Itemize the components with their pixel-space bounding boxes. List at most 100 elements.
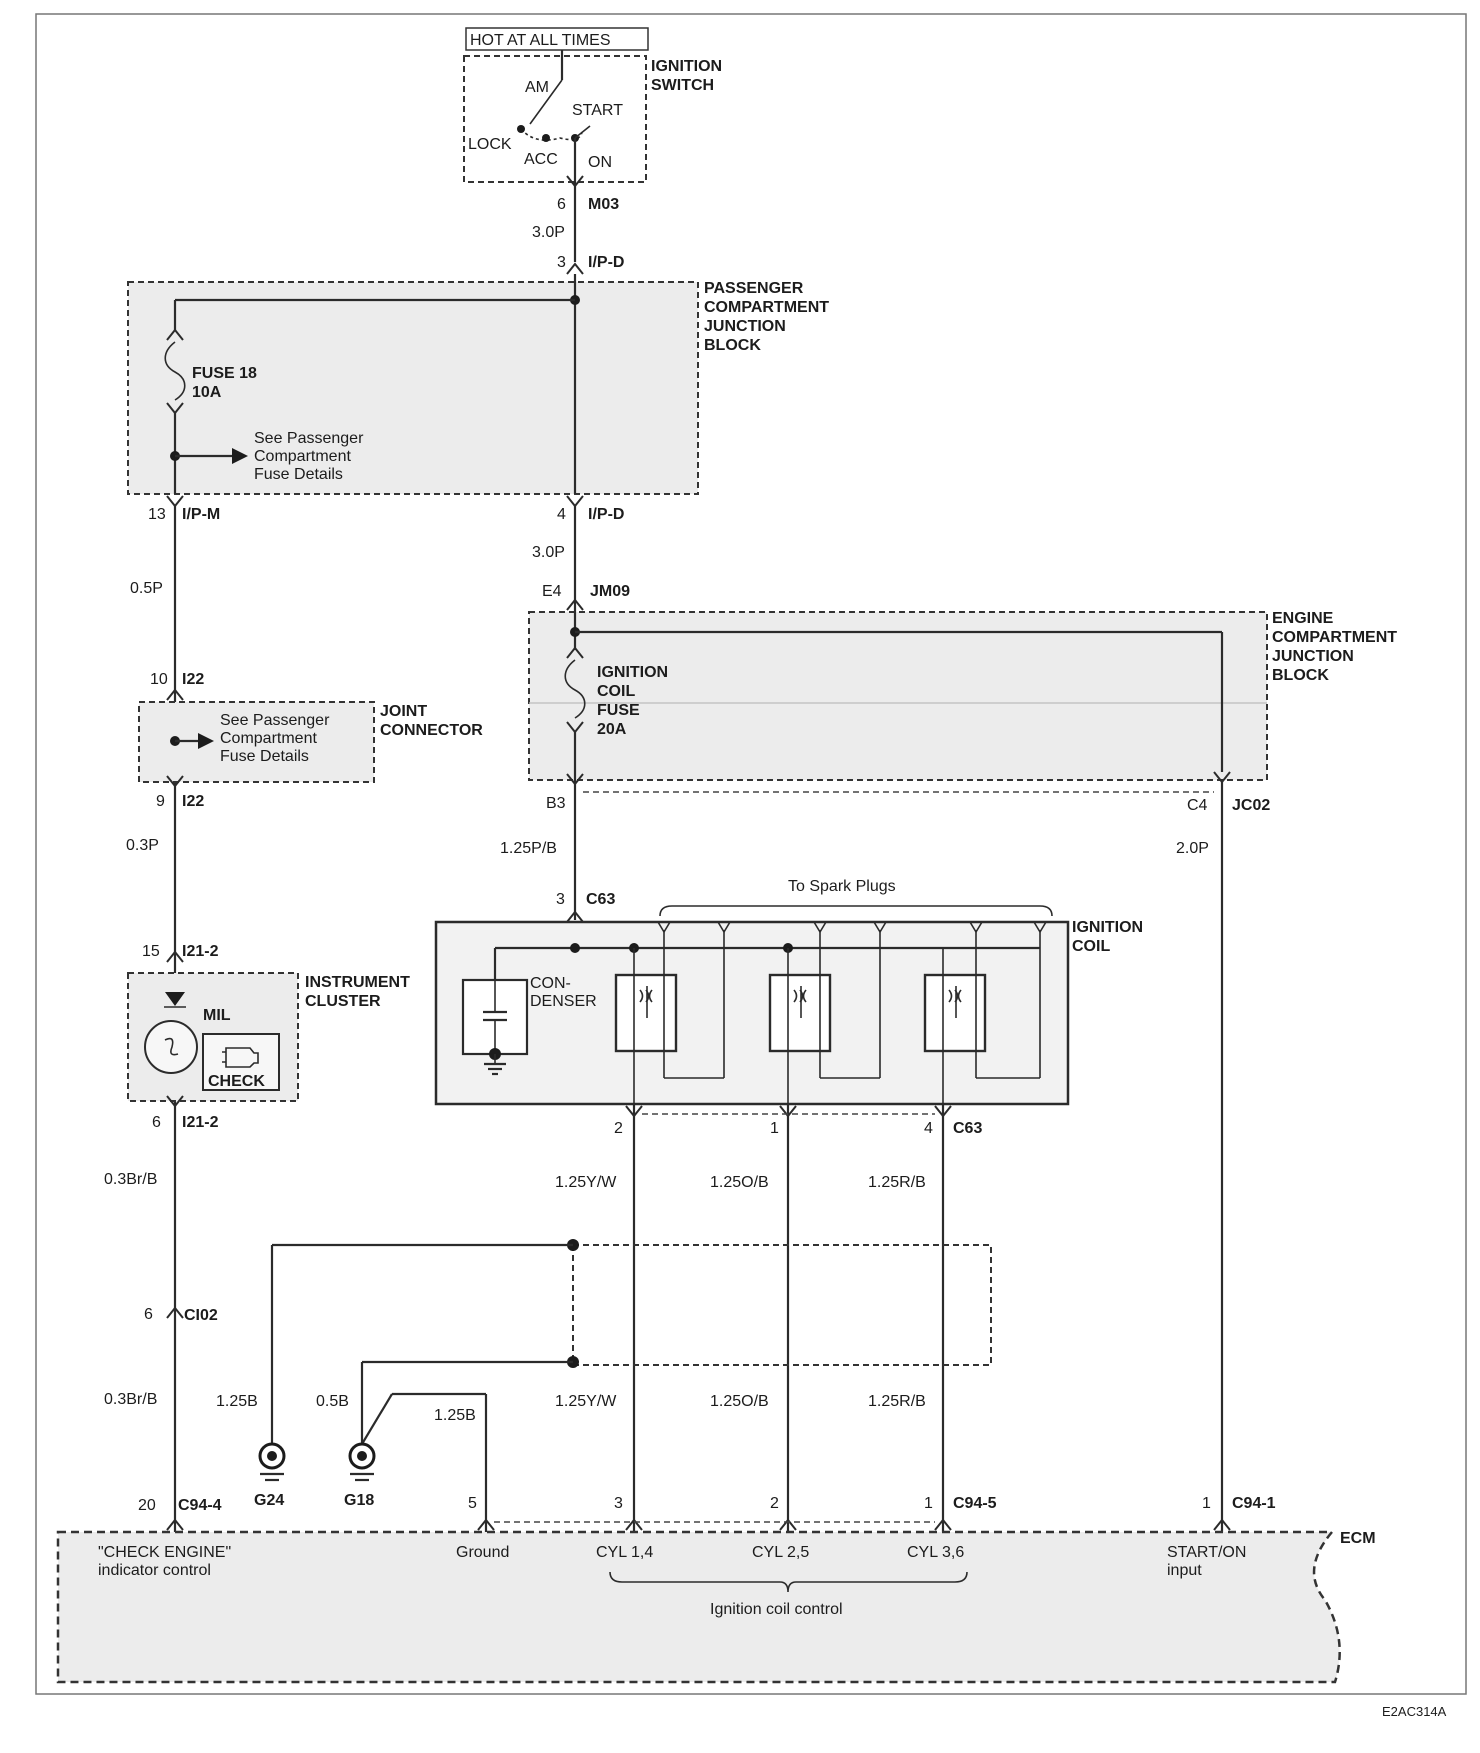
wire-3p-middle: 3.0P <box>532 544 565 561</box>
mil-lamp-icon <box>144 1020 198 1074</box>
ign-fuse-top-clip <box>566 646 584 659</box>
pjb-title-2: COMPARTMENT <box>704 299 829 316</box>
ejb-title-4: BLOCK <box>1272 667 1329 684</box>
jm09-pin: E4 <box>542 583 562 600</box>
ignition-switch-title-2: SWITCH <box>651 77 714 94</box>
ignition-switch-box <box>463 55 647 183</box>
cluster-in-connector-symbol <box>166 950 184 963</box>
coil-pack-3 <box>923 973 987 1053</box>
fuse18-name: FUSE 18 <box>192 365 257 382</box>
ign-coil-title-1: IGNITION <box>1072 919 1143 936</box>
wire-125ob-bottom: 1.25O/B <box>710 1393 769 1410</box>
switch-blade <box>529 79 563 125</box>
ecm-pin5-symbol <box>477 1518 495 1531</box>
c63-out-pin-3: 4 <box>924 1120 933 1137</box>
ipm-connector: I/P-M <box>182 506 220 523</box>
spark-plug-arrow-6 <box>1033 921 1047 934</box>
ecm-coil-control: Ignition coil control <box>710 1601 843 1618</box>
engine-icon <box>222 1047 259 1068</box>
ground-splice-box <box>572 1244 992 1366</box>
c944-pin: 20 <box>138 1497 156 1514</box>
wire-03brb-bottom: 0.3Br/B <box>104 1391 157 1408</box>
ecm-cyl25: CYL 2,5 <box>752 1544 809 1561</box>
joint-connector-title-2: CONNECTOR <box>380 722 483 739</box>
c63-in-pin: 3 <box>556 891 565 908</box>
wire-20p: 2.0P <box>1176 840 1209 857</box>
ecm-pin3-symbol <box>625 1518 643 1531</box>
pjb-note-1: See Passenger <box>254 430 364 447</box>
ipd-out-pin: 4 <box>557 506 566 523</box>
c63-out-pin-1: 2 <box>614 1120 623 1137</box>
coil-control-bracket <box>609 1571 968 1593</box>
c63-out-connector: C63 <box>953 1120 982 1137</box>
spark-plug-arrow-5 <box>969 921 983 934</box>
diagram-frame <box>35 13 1467 1695</box>
switch-start-contact <box>574 125 591 139</box>
wire-05p: 0.5P <box>130 580 163 597</box>
spark-plug-arrow-3 <box>813 921 827 934</box>
g24-label: G24 <box>254 1492 284 1509</box>
ecm-check-engine-1: "CHECK ENGINE" <box>98 1544 231 1561</box>
ipd-out-connector: I/P-D <box>588 506 624 523</box>
check-engine-indicator <box>202 1033 280 1091</box>
ign-coil-title-2: COIL <box>1072 938 1110 955</box>
spark-plug-arrow-4 <box>873 921 887 934</box>
jc02-connector: JC02 <box>1232 797 1270 814</box>
ign-fuse-label-4: 20A <box>597 721 627 738</box>
g24-ground-dot <box>267 1451 277 1461</box>
switch-pos-am: AM <box>525 79 549 96</box>
wire-125rb-bottom: 1.25R/B <box>868 1393 926 1410</box>
i22-bottom-connector: I22 <box>182 793 204 810</box>
ignition-switch-title-1: IGNITION <box>651 58 722 75</box>
pjb-title-3: JUNCTION <box>704 318 786 335</box>
ipm-connector-symbol <box>166 495 184 508</box>
ci02-connector: CI02 <box>184 1307 218 1324</box>
coil-pack-1 <box>614 973 678 1053</box>
ci02-connector-symbol <box>166 1306 184 1319</box>
m03-connector: M03 <box>588 196 619 213</box>
ecm-start-pin-symbol <box>1213 1518 1231 1531</box>
c63-in-connector: C63 <box>586 891 615 908</box>
c945-connector: C94-5 <box>953 1495 997 1512</box>
c63-out-pin-2: 1 <box>770 1120 779 1137</box>
g18-ground-dot <box>357 1451 367 1461</box>
ecm-box <box>56 1530 1341 1684</box>
cluster-title-1: INSTRUMENT <box>305 974 410 991</box>
hot-at-all-times-label: HOT AT ALL TIMES <box>470 32 611 49</box>
ign-fuse-label-2: COIL <box>597 683 635 700</box>
ci02-pin: 6 <box>144 1306 153 1323</box>
fuse18-top-clip <box>166 328 184 341</box>
ecm-pin-5: 5 <box>468 1495 477 1512</box>
joint-note-1: See Passenger <box>220 712 330 729</box>
check-label: CHECK <box>208 1073 265 1090</box>
wire-3p-top: 3.0P <box>532 224 565 241</box>
ecm-cyl36: CYL 3,6 <box>907 1544 964 1561</box>
joint-arrow-icon <box>198 733 214 749</box>
engine-junction-block <box>528 611 1268 781</box>
fuse18-detail-arrow-icon <box>232 448 248 464</box>
g24-wire-label: 1.25B <box>216 1393 258 1410</box>
ecm-pin2-symbol <box>779 1518 797 1531</box>
cluster-out-pin: 6 <box>152 1114 161 1131</box>
i22-top-connector-symbol <box>166 688 184 701</box>
wire-ecm-ground-diag <box>361 1393 393 1445</box>
pjb-note-2: Compartment <box>254 448 351 465</box>
b3-connector-symbol <box>566 773 584 786</box>
wire-03p: 0.3P <box>126 837 159 854</box>
i22-top-pin: 10 <box>150 671 168 688</box>
c944-connector-symbol <box>166 1518 184 1531</box>
switch-pos-lock: LOCK <box>468 136 512 153</box>
ecm-pin-3: 3 <box>614 1495 623 1512</box>
c4-pin: C4 <box>1187 797 1208 814</box>
wire-125yw-top: 1.25Y/W <box>555 1174 617 1191</box>
switch-contact-acc <box>542 134 550 142</box>
ipd-out-connector-symbol <box>566 495 584 508</box>
jm09-connector-symbol <box>566 598 584 611</box>
switch-pos-start: START <box>572 102 623 119</box>
ecm-cyl14: CYL 1,4 <box>596 1544 653 1561</box>
cluster-out-connector-symbol <box>166 1095 184 1108</box>
switch-pos-acc: ACC <box>524 151 558 168</box>
c63-in-connector-symbol <box>566 910 584 923</box>
fuse18-symbol <box>164 341 186 401</box>
spark-plug-arrow-1 <box>657 921 671 934</box>
